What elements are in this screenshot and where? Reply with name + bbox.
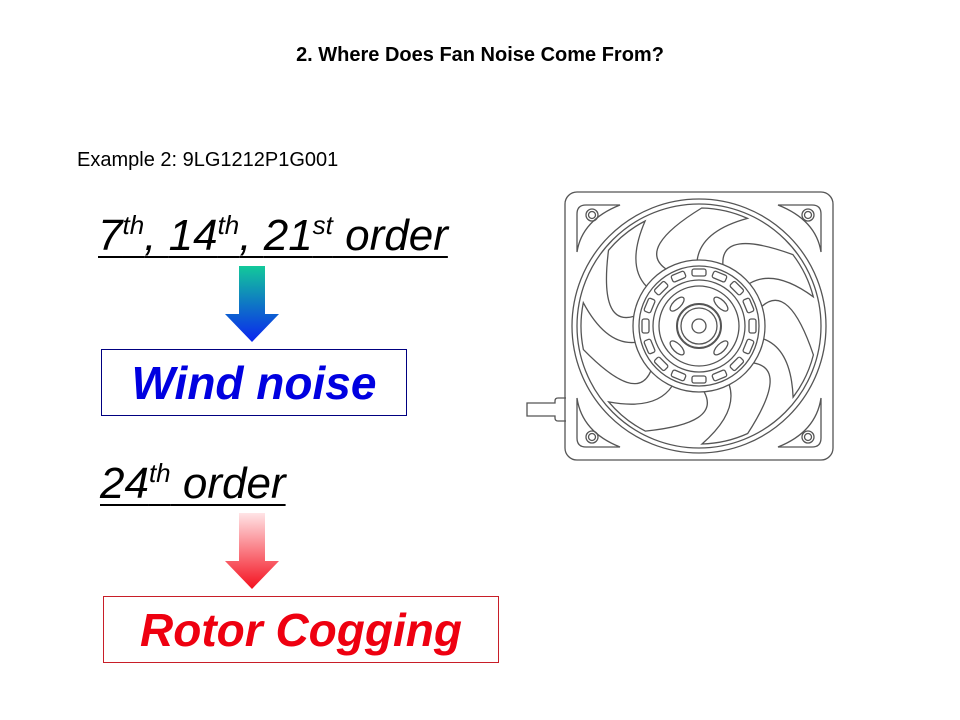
order-24: 24 — [100, 459, 149, 508]
hub-slot — [643, 338, 656, 355]
hub-slot — [729, 280, 745, 296]
order-word: order — [332, 211, 448, 260]
hub-slot — [729, 356, 745, 372]
hub-slot — [742, 297, 755, 314]
order-7-suffix: th — [122, 210, 145, 240]
hub-slot — [711, 369, 728, 382]
hub-vent — [669, 340, 685, 356]
rotor-cogging-label: Rotor Cogging — [140, 603, 462, 656]
slide-title: 2. Where Does Fan Noise Come From? — [296, 44, 664, 66]
down-arrow-icon — [225, 513, 279, 589]
rotor-cogging-box: Rotor Cogging — [103, 596, 499, 663]
fan-blade — [580, 300, 652, 385]
hub-slot — [748, 318, 757, 334]
fan-blade — [656, 207, 750, 270]
fan-blade — [607, 385, 708, 432]
fan-frame — [564, 191, 834, 461]
fan-blade — [761, 299, 815, 400]
fan-hub — [632, 259, 766, 393]
example-label: Example 2: 9LG1212P1G001 — [77, 149, 339, 171]
hub-vent — [669, 296, 685, 312]
order-sep: , — [144, 211, 169, 260]
order-word: order — [170, 459, 286, 508]
hub-slot — [670, 270, 687, 283]
hub-slot — [643, 297, 656, 314]
hub-slot — [711, 270, 728, 283]
wind-noise-box: Wind noise — [101, 349, 407, 416]
hub-slot — [670, 369, 687, 382]
fan-blade — [605, 219, 647, 319]
fan-icon — [526, 191, 834, 461]
order-21-suffix: st — [312, 210, 333, 240]
order-7: 7 — [98, 211, 123, 260]
hub-slot — [653, 356, 669, 372]
fan-blades — [580, 207, 815, 445]
wind-noise-label: Wind noise — [131, 356, 377, 409]
order-sep: , — [239, 211, 264, 260]
fan-cable — [526, 397, 566, 422]
order-24-suffix: th — [148, 458, 171, 488]
hub-slot — [742, 338, 755, 355]
fan-blade — [722, 242, 815, 299]
fan-blade — [700, 362, 771, 445]
hub-slot — [691, 268, 707, 277]
order-heading-cogging: 24th order — [100, 459, 286, 508]
hub-slot — [653, 280, 669, 296]
hub-slot — [641, 318, 650, 334]
down-arrow-icon — [225, 266, 279, 342]
hub-vent — [713, 340, 729, 356]
order-14: 14 — [168, 211, 218, 260]
hub-slot — [691, 375, 707, 384]
order-heading-wind: 7th, 14th, 21st order — [98, 211, 448, 260]
order-14-suffix: th — [217, 210, 240, 240]
order-21: 21 — [263, 211, 313, 260]
hub-vent — [713, 296, 729, 312]
